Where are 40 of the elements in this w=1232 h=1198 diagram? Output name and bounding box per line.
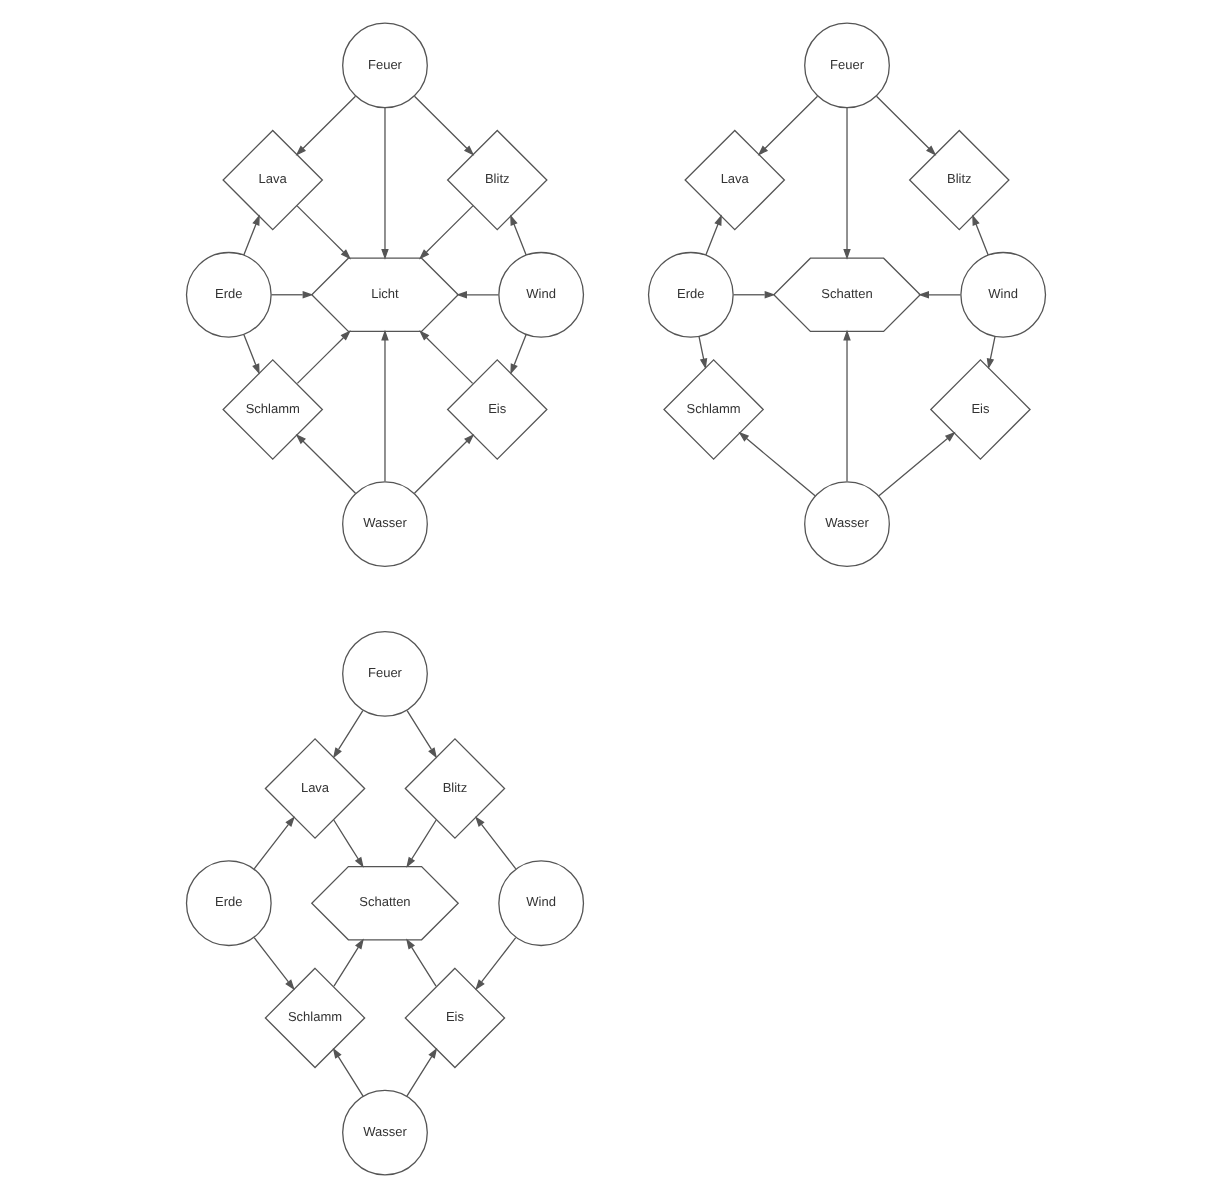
arrow [381, 329, 389, 482]
arrow [295, 433, 357, 494]
arrow [698, 336, 708, 370]
arrow [456, 291, 500, 299]
arrow [475, 937, 517, 991]
arrow [295, 95, 357, 156]
arrow [333, 938, 364, 987]
arrow [381, 107, 389, 260]
arrow [972, 214, 989, 256]
arrow [475, 816, 517, 870]
arrow [418, 205, 474, 260]
arrow [406, 710, 438, 759]
arrow [333, 819, 364, 868]
arrow [413, 433, 475, 494]
arrow [253, 816, 295, 870]
arrow [843, 107, 851, 260]
arrow [705, 214, 722, 256]
arrow [243, 334, 260, 375]
arrow [918, 291, 962, 299]
arrow [843, 329, 851, 482]
arrow [243, 214, 260, 256]
arrow [406, 1047, 438, 1097]
arrow [419, 330, 474, 385]
arrow [510, 214, 527, 256]
arrow [270, 291, 314, 299]
arrow [332, 710, 364, 759]
arrow [296, 330, 351, 385]
arrow [296, 205, 351, 260]
arrow [986, 336, 996, 370]
arrow [757, 95, 819, 156]
arrow [732, 291, 776, 299]
arrow [406, 938, 437, 987]
arrow [738, 431, 816, 497]
arrow [332, 1047, 364, 1097]
arrow [875, 95, 937, 156]
arrow [413, 95, 475, 156]
arrow [878, 431, 956, 497]
arrow [253, 937, 295, 991]
arrow [406, 819, 437, 868]
arrow [510, 334, 527, 375]
